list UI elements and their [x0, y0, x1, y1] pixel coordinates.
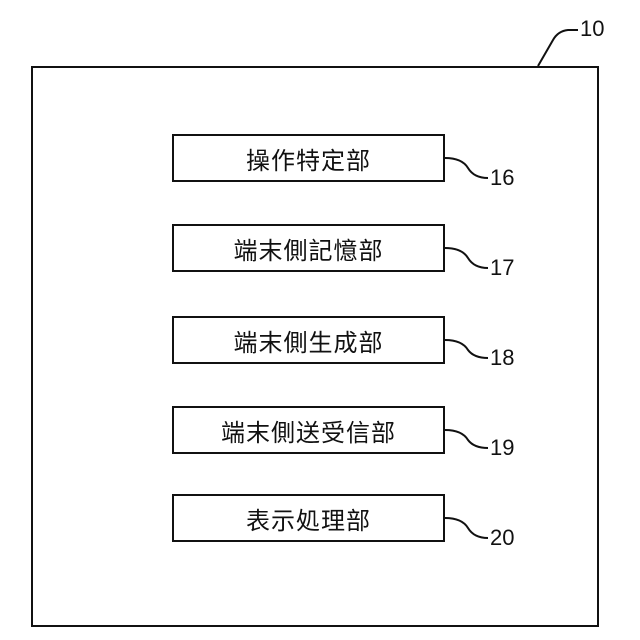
- leader-line-20: [445, 518, 488, 538]
- block-label: 端末側送受信部: [221, 413, 396, 448]
- ref-number-16: 16: [490, 167, 514, 189]
- leader-line-18: [445, 340, 488, 358]
- block-label: 表示処理部: [246, 501, 371, 536]
- ref-number-10: 10: [580, 18, 604, 40]
- terminal-transceiver-unit-block: 端末側送受信部: [172, 406, 445, 454]
- terminal-generation-unit-block: 端末側生成部: [172, 316, 445, 364]
- ref-number-20: 20: [490, 527, 514, 549]
- operation-identification-unit-block: 操作特定部: [172, 134, 445, 182]
- ref-number-18: 18: [490, 347, 514, 369]
- display-processing-unit-block: 表示処理部: [172, 494, 445, 542]
- ref-number-17: 17: [490, 257, 514, 279]
- ref-number-19: 19: [490, 437, 514, 459]
- block-label: 端末側記憶部: [234, 231, 384, 266]
- leader-line-16: [445, 158, 488, 178]
- block-label: 操作特定部: [246, 141, 371, 176]
- leader-line-19: [445, 430, 488, 448]
- block-label: 端末側生成部: [234, 323, 384, 358]
- leader-line-10: [538, 30, 578, 66]
- leader-line-17: [445, 248, 488, 268]
- terminal-storage-unit-block: 端末側記憶部: [172, 224, 445, 272]
